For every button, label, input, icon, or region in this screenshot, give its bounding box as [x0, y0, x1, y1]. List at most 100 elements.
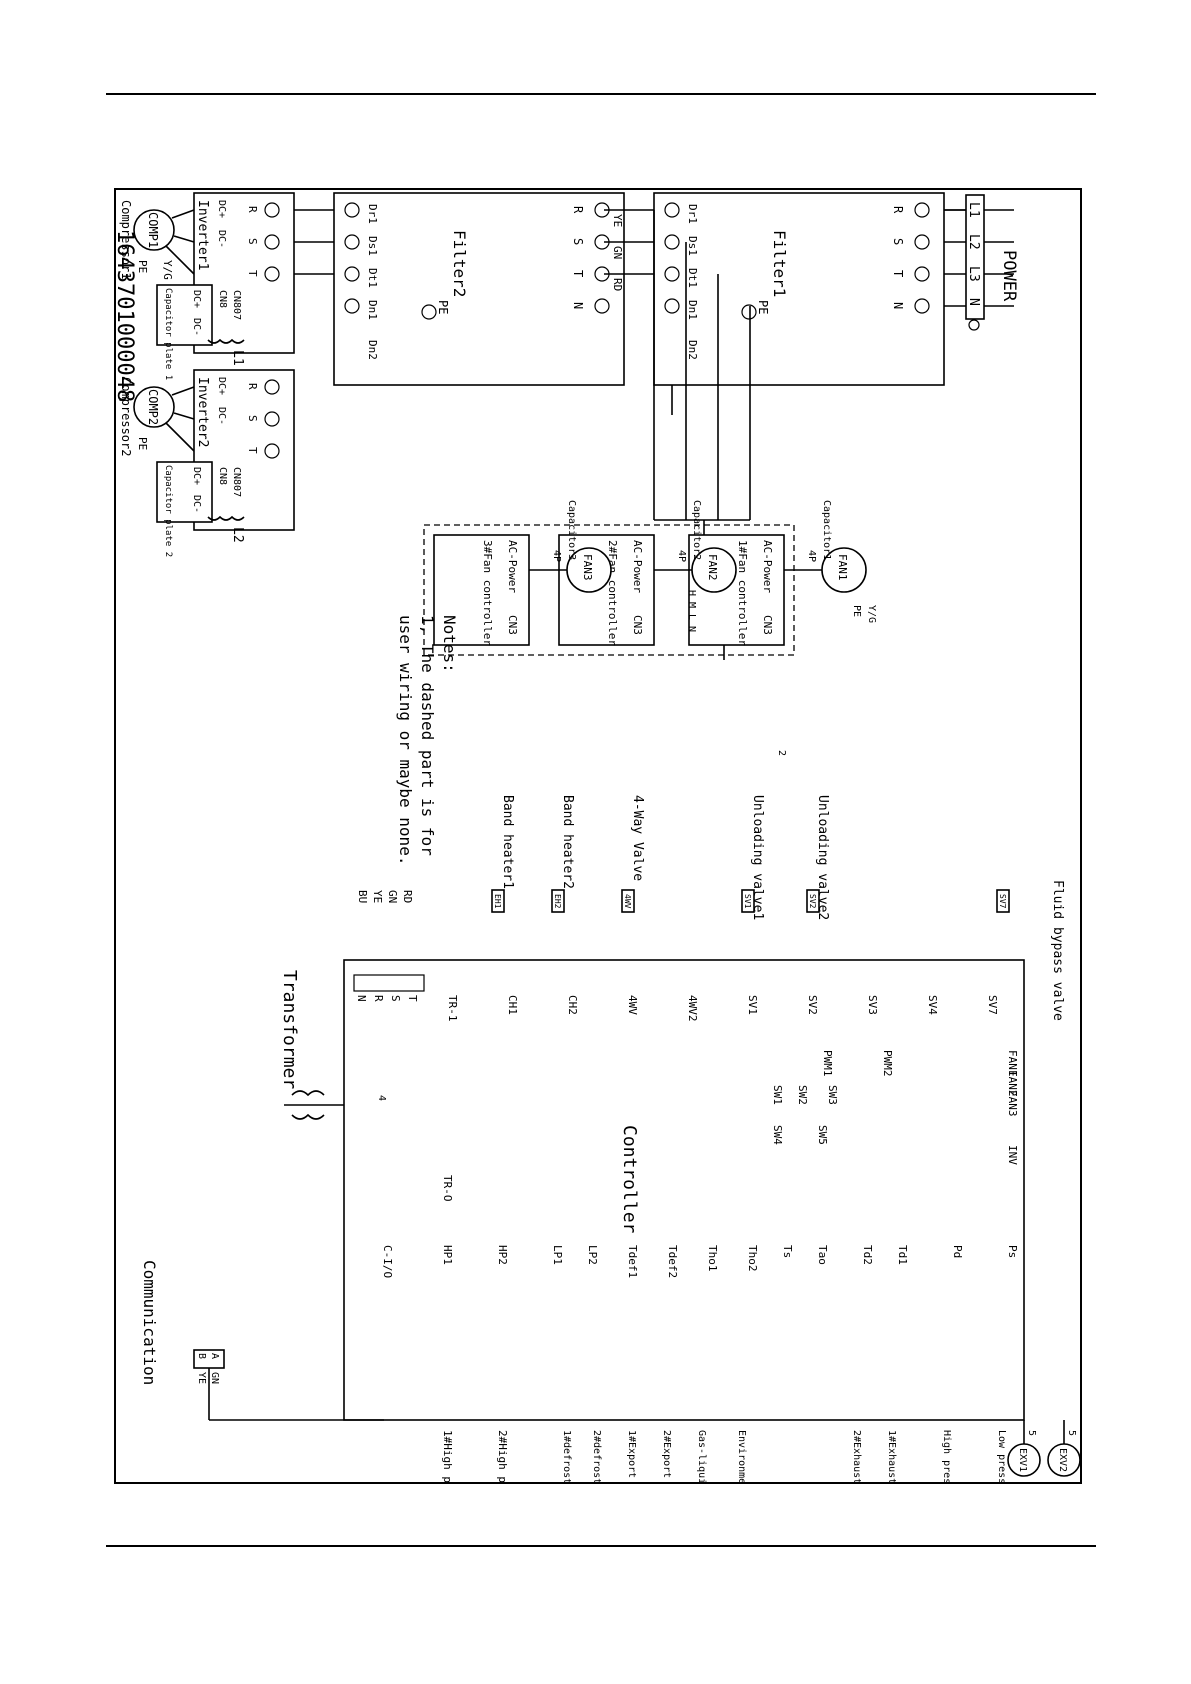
wiring-diagram-frame: L1 L2 L3 N POWER Filter1 PE R S T N — [114, 188, 1082, 1484]
hp2-switch-label: 2#High pressure switch — [496, 1430, 509, 1484]
notes-line1: 1, The dashed part is for — [418, 615, 437, 856]
inverter-2: Inverter2 R S T CN807 CN8 DC+ DC- — [193, 369, 295, 531]
svg-text:A: A — [209, 1353, 220, 1359]
svg-text:Ds1: Ds1 — [686, 236, 699, 256]
compressor2-motor-icon — [133, 386, 175, 428]
svg-text:FAN3: FAN3 — [581, 554, 594, 581]
capacitor-plate2-label: Capacitor plate 2 — [163, 465, 173, 557]
svg-text:CN3: CN3 — [506, 615, 519, 635]
svg-text:Dn2: Dn2 — [366, 340, 379, 360]
controller-label: Controller — [619, 1125, 640, 1234]
band-heater2-label: Band heater2 — [560, 795, 575, 889]
power-title: POWER — [999, 250, 1019, 302]
power-ground-icon — [968, 319, 980, 331]
svg-text:Tao: Tao — [816, 1245, 829, 1265]
svg-text:COMP2: COMP2 — [146, 389, 160, 425]
fan-dashed-region — [423, 524, 795, 656]
fan2-controller-label: 2#Fan controller — [606, 540, 619, 646]
svg-text:FAN2: FAN2 — [706, 554, 719, 581]
4wv-coil-icon — [621, 889, 635, 913]
filter2-pe-terminal-icon — [421, 304, 437, 320]
choke-l2: L2 — [207, 515, 245, 543]
svg-text:EH1: EH1 — [493, 894, 502, 909]
svg-text:T: T — [406, 995, 419, 1002]
footer-rule — [106, 1545, 1096, 1547]
svg-text:2: 2 — [776, 750, 787, 756]
svg-text:R: R — [891, 206, 905, 214]
capacitor-plate-1: DC+ DC- Capacitor plate 1 — [156, 284, 213, 380]
svg-text:4: 4 — [376, 1095, 387, 1101]
svg-text:4WV2: 4WV2 — [686, 995, 699, 1022]
svg-text:T: T — [891, 270, 905, 277]
svg-text:CH1: CH1 — [506, 995, 519, 1015]
sensor-tao-label: Environment Sensor(Tao) — [736, 1430, 747, 1484]
svg-text:5: 5 — [1026, 1430, 1037, 1436]
filter-2: Filter2 PE R S T N Dr1 Ds1 Dt1 Dn1 Dn2 — [333, 192, 625, 386]
svg-text:EH2: EH2 — [553, 894, 562, 909]
svg-text:R: R — [571, 206, 585, 214]
sensor-tdef2-label: 2#defrost sensor(Tdef2) — [591, 1430, 602, 1484]
communication: Communication A B GN YE — [140, 1260, 384, 1421]
notes: Notes: 1, The dashed part is for user wi… — [396, 615, 459, 865]
sensor-td2-label: 2#Exhaust sensor(Td2) — [851, 1430, 862, 1484]
svg-text:DC+: DC+ — [191, 290, 202, 308]
controller-loads: Fluid bypass valve Unloading valve2 Unlo… — [356, 795, 1065, 1021]
svg-text:T: T — [571, 270, 585, 277]
unloading-valve1-label: Unloading valve1 — [750, 795, 765, 920]
svg-text:CN3: CN3 — [631, 615, 644, 635]
svg-text:Pd: Pd — [951, 1245, 964, 1258]
svg-text:SW1: SW1 — [771, 1085, 784, 1105]
svg-text:L: L — [686, 614, 697, 620]
filter2-label: Filter2 — [450, 230, 469, 297]
svg-text:L1: L1 — [230, 350, 245, 366]
notes-line2: user wiring or maybe none. — [396, 615, 415, 865]
svg-text:S: S — [389, 995, 402, 1002]
svg-text:4P: 4P — [676, 550, 687, 562]
sv7-coil-icon — [996, 889, 1010, 913]
svg-text:CN8: CN8 — [217, 467, 228, 485]
svg-text:YE: YE — [196, 1372, 207, 1384]
svg-text:S: S — [246, 415, 259, 422]
svg-text:LP2: LP2 — [586, 1245, 599, 1265]
transformer: Transformer — [279, 970, 344, 1120]
power-term-l3: L3 — [966, 266, 981, 282]
svg-text:SW4: SW4 — [771, 1125, 784, 1145]
fan-3: AC-Power CN3 3#Fan controller FAN3 4P Ca… — [433, 500, 612, 646]
filter1-pe-terminal-icon — [741, 304, 757, 320]
fan3-capacitor-label: Capacitor3 — [566, 500, 577, 560]
inverter2-label: Inverter2 — [195, 377, 210, 447]
choke-l1: L1 — [207, 338, 245, 366]
svg-text:N: N — [355, 995, 368, 1002]
svg-text:GN: GN — [386, 890, 399, 903]
svg-text:RD: RD — [611, 278, 624, 291]
svg-text:PE: PE — [136, 437, 149, 450]
svg-text:4WV: 4WV — [626, 995, 639, 1015]
svg-text:N: N — [686, 626, 697, 632]
svg-text:4P: 4P — [806, 550, 817, 562]
svg-text:Tdef1: Tdef1 — [626, 1245, 639, 1278]
svg-text:DC-: DC- — [191, 318, 202, 336]
filter1-output-terminals: Dr1 Ds1 Dt1 Dn1 Dn2 — [664, 202, 699, 360]
filter2-output-terminals: Dr1 Ds1 Dt1 Dn1 Dn2 — [344, 202, 379, 360]
svg-text:FAN3: FAN3 — [1006, 1090, 1019, 1117]
svg-text:DC-: DC- — [216, 407, 227, 425]
svg-text:SW2: SW2 — [796, 1085, 809, 1105]
svg-text:Y/G: Y/G — [866, 605, 877, 623]
svg-text:PE: PE — [851, 605, 862, 617]
expansion-valves: EXV1 EXV2 5 5 — [1007, 1420, 1080, 1477]
compressor-2: COMP2 Compressor2 PE — [119, 377, 195, 456]
filter-1: Filter1 PE R S T N Dr1 Ds1 Dt1 Dn1 Dn2 — [653, 192, 966, 415]
communication-label: Communication — [140, 1260, 159, 1385]
band-heater1-coil-icon — [491, 889, 505, 913]
svg-text:DC-: DC- — [191, 495, 202, 513]
header-rule — [106, 93, 1096, 95]
svg-text:CH2: CH2 — [566, 995, 579, 1015]
svg-text:AC-Power: AC-Power — [631, 540, 644, 593]
band-heater2-coil-icon — [551, 889, 565, 913]
compressor1-label: Compressor1 — [119, 200, 133, 279]
filter1-label: Filter1 — [770, 230, 789, 297]
sv2-coil-icon — [806, 889, 820, 913]
svg-text:B: B — [196, 1353, 207, 1359]
svg-text:DC+: DC+ — [216, 200, 227, 218]
fan3-controller-box — [433, 534, 530, 646]
